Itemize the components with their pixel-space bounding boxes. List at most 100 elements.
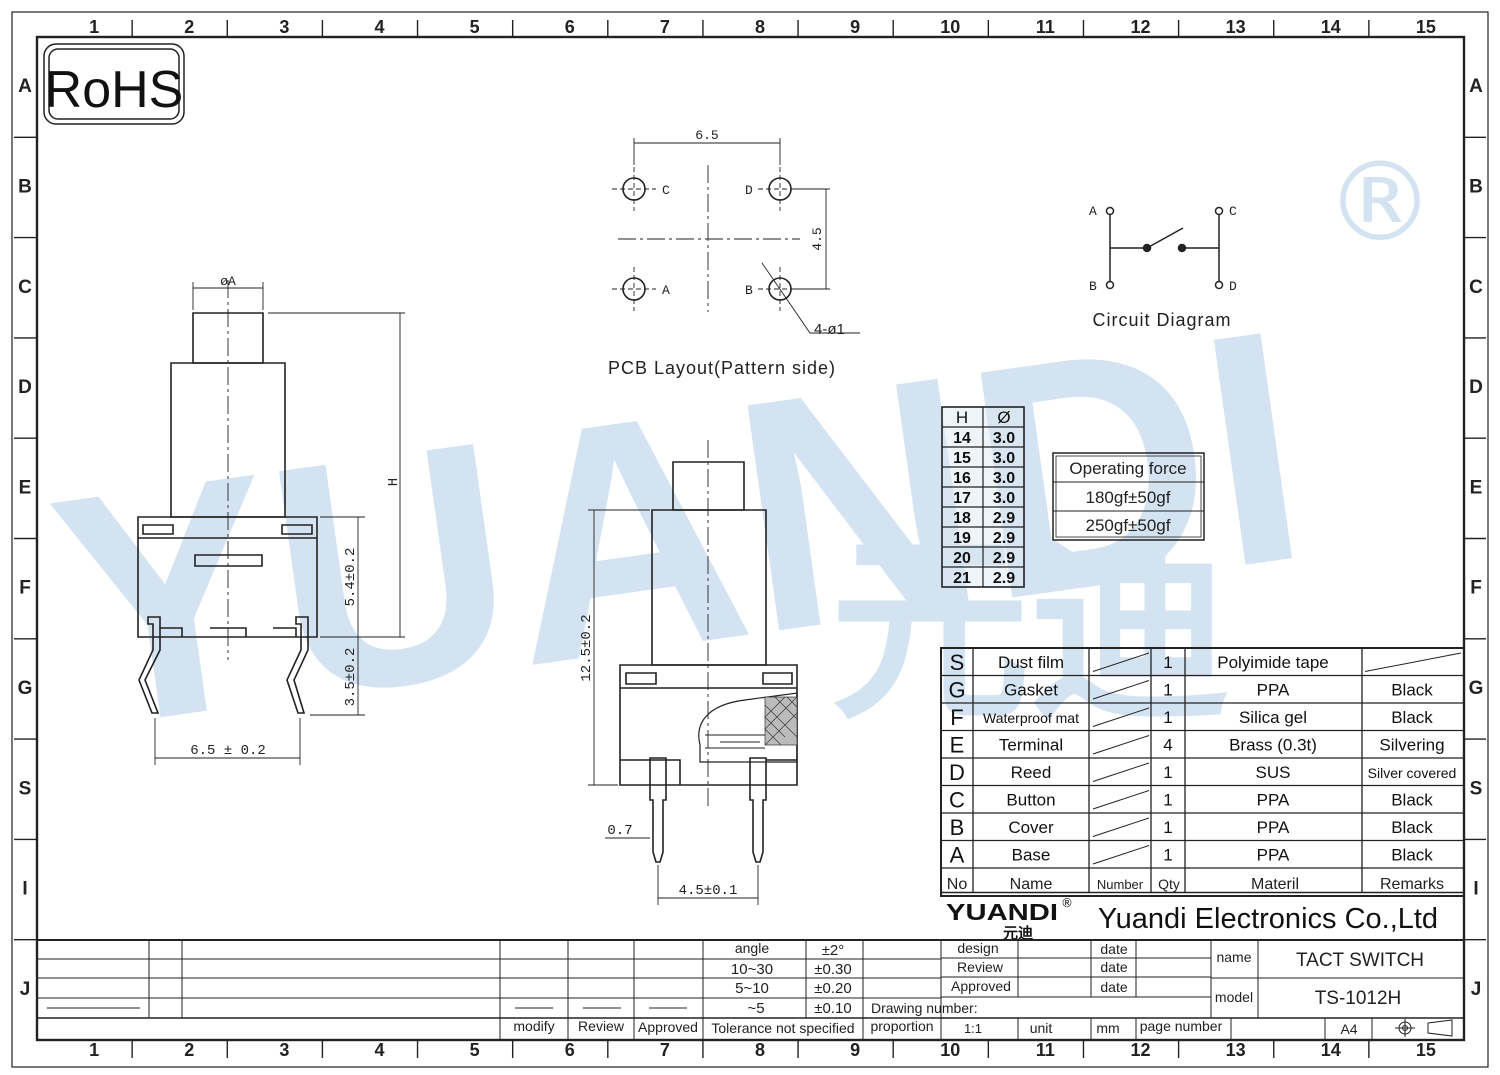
drawing-number-label: Drawing number: bbox=[871, 1000, 978, 1016]
dim-12-5-label: 12.5±0.2 bbox=[579, 614, 595, 681]
h-table-cell-1-1: 3.0 bbox=[993, 450, 1015, 467]
phi-a-label: øA bbox=[220, 274, 236, 289]
h-table-cell-7-0: 21 bbox=[953, 570, 971, 587]
bom-qty-a: 1 bbox=[1163, 846, 1172, 865]
column-label-4-bottom: 4 bbox=[374, 1040, 384, 1060]
h-table-cell-2-0: 16 bbox=[953, 470, 971, 487]
bom-qty-b: 1 bbox=[1163, 818, 1172, 837]
side-view-labels: øA H 5.4±0.2 3.5±0.2 6.5 ± 0.2 bbox=[190, 274, 402, 759]
bom-header-name: Name bbox=[1010, 876, 1053, 893]
pcb-pad-c-label: C bbox=[662, 183, 670, 198]
pcb-hole-label: 4-ø1 bbox=[814, 321, 845, 338]
bom-remarks-b: Black bbox=[1391, 818, 1433, 837]
circuit-c: C bbox=[1229, 204, 1237, 219]
design-label: design bbox=[957, 940, 998, 956]
bom-material-a: PPA bbox=[1257, 846, 1290, 865]
column-label-13-bottom: 13 bbox=[1226, 1040, 1246, 1060]
circuit-a: A bbox=[1089, 204, 1097, 219]
column-label-4-top: 4 bbox=[374, 17, 384, 37]
bom-header-number: Number bbox=[1097, 877, 1144, 892]
bom-qty-s: 1 bbox=[1163, 653, 1172, 672]
date-label-2: date bbox=[1100, 959, 1127, 975]
front-view-labels: 12.5±0.2 0.7 4.5±0.1 bbox=[579, 614, 737, 899]
bom-name-d: Reed bbox=[1011, 763, 1052, 782]
unit-value: mm bbox=[1096, 1020, 1119, 1036]
watermark-chinese: 元迪 bbox=[830, 515, 1230, 748]
column-label-5-bottom: 5 bbox=[470, 1040, 480, 1060]
bom-name-b: Cover bbox=[1008, 818, 1054, 837]
proportion-label: proportion bbox=[870, 1018, 933, 1034]
row-label-E-right: E bbox=[1470, 477, 1483, 498]
bom-header-no: No bbox=[947, 876, 968, 893]
column-label-1-bottom: 1 bbox=[89, 1040, 99, 1060]
row-label-I-left: I bbox=[22, 879, 27, 900]
approved-label: Approved bbox=[638, 1019, 698, 1035]
pcb-layout-labels: 6.5 4.5 4-ø1 C D A B PCB Layout(Pattern … bbox=[608, 128, 845, 378]
bom-material-f: Silica gel bbox=[1239, 708, 1307, 727]
pcb-dim-4-5: 4.5 bbox=[810, 227, 825, 250]
review-label: Review bbox=[578, 1018, 625, 1034]
pad-c bbox=[622, 177, 646, 201]
model-label: model bbox=[1215, 989, 1253, 1005]
row-label-F-left: F bbox=[19, 578, 31, 599]
row-label-D-right: D bbox=[1469, 377, 1483, 398]
watermark: YUANDI 元迪 ® bbox=[34, 138, 1435, 798]
bom-remarks-g: Black bbox=[1391, 681, 1433, 700]
tol-value-1: ±0.30 bbox=[814, 961, 851, 978]
bom-material-c: PPA bbox=[1257, 791, 1290, 810]
company-logo: YUANDI bbox=[946, 899, 1058, 925]
h-table-cell-3-1: 3.0 bbox=[993, 490, 1015, 507]
dim-0-7-label: 0.7 bbox=[607, 823, 632, 839]
row-label-S-right: S bbox=[1470, 778, 1483, 799]
dim-6-5-label: 6.5 ± 0.2 bbox=[190, 743, 266, 759]
circuit-d: D bbox=[1229, 279, 1237, 294]
approved2-label: Approved bbox=[951, 978, 1011, 994]
row-label-G-right: G bbox=[1469, 678, 1484, 699]
tolerance-caption: Tolerance not specified bbox=[711, 1020, 854, 1036]
row-label-J-left: J bbox=[20, 979, 31, 1000]
row-label-B-right: B bbox=[1469, 176, 1483, 197]
force-value-1: 180gf±50gf bbox=[1086, 488, 1171, 507]
circuit-diagram bbox=[1105, 206, 1224, 290]
force-title: Operating force bbox=[1069, 459, 1186, 478]
column-label-15-top: 15 bbox=[1416, 17, 1436, 37]
bom-name-s: Dust film bbox=[998, 653, 1064, 672]
bom-name-g: Gasket bbox=[1004, 681, 1058, 700]
column-label-14-bottom: 14 bbox=[1321, 1040, 1341, 1060]
bom-name-a: Base bbox=[1012, 846, 1051, 865]
column-label-11-bottom: 11 bbox=[1036, 1040, 1055, 1060]
bom-no-a: A bbox=[950, 843, 965, 868]
bom-material-d: SUS bbox=[1256, 763, 1291, 782]
bom-name-e: Terminal bbox=[999, 736, 1063, 755]
bom-grid bbox=[941, 648, 1464, 894]
pcb-dim-6-5: 6.5 bbox=[695, 128, 718, 143]
scale-value: 1:1 bbox=[964, 1021, 982, 1036]
watermark-registered: ® bbox=[1325, 138, 1435, 266]
h-table-cell-6-0: 20 bbox=[953, 550, 971, 567]
row-label-F-right: F bbox=[1470, 578, 1482, 599]
bom-header-material: Materil bbox=[1251, 876, 1299, 893]
bom-no-s: S bbox=[950, 650, 965, 675]
pcb-caption: PCB Layout(Pattern side) bbox=[608, 358, 836, 378]
h-table-cell-6-1: 2.9 bbox=[993, 550, 1015, 567]
circuit-labels: A B C D Circuit Diagram bbox=[1089, 204, 1237, 330]
row-label-E-left: E bbox=[19, 477, 32, 498]
column-label-5-top: 5 bbox=[470, 17, 480, 37]
column-label-10-bottom: 10 bbox=[940, 1040, 960, 1060]
bom-header-remarks: Remarks bbox=[1380, 876, 1444, 893]
bom-no-g: G bbox=[948, 678, 965, 703]
bom-remarks-a: Black bbox=[1391, 846, 1433, 865]
border-zones: 1122334455667788991010111112121313141415… bbox=[14, 17, 1486, 1060]
pcb-pad-d-label: D bbox=[745, 183, 753, 198]
circuit-caption: Circuit Diagram bbox=[1092, 310, 1231, 330]
h-table-cell-0-0: 14 bbox=[953, 430, 971, 447]
row-label-A-right: A bbox=[1469, 76, 1483, 97]
bom-no-b: B bbox=[950, 815, 965, 840]
bom-qty-c: 1 bbox=[1163, 791, 1172, 810]
column-label-9-top: 9 bbox=[850, 17, 860, 37]
column-label-2-bottom: 2 bbox=[184, 1040, 194, 1060]
row-label-D-left: D bbox=[18, 377, 32, 398]
